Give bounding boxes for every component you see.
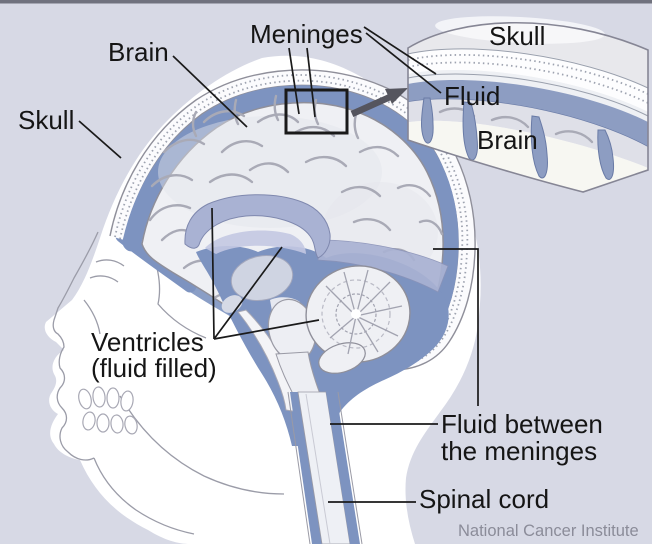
inset-brain-label: Brain [477, 125, 538, 155]
skull-label: Skull [18, 105, 74, 135]
cerebellum [305, 265, 411, 374]
skull-pointer-line [78, 120, 122, 159]
pointer-lines [78, 26, 479, 503]
brain-pointer-line [172, 55, 248, 128]
credit-text: National Cancer Institute [458, 522, 639, 540]
cord-fluid-left [290, 392, 322, 544]
inset-arrow [350, 88, 408, 117]
meninges-pointer-rect-b [306, 47, 316, 118]
inset-fluid-sulci [421, 97, 614, 180]
meninges-pointer-inset-b [365, 32, 442, 94]
meninges-pointer-rect-a [288, 47, 300, 115]
cord-fluid-right [326, 392, 360, 544]
spinal-cord-label: Spinal cord [419, 484, 549, 514]
thalamus [230, 255, 294, 301]
fluid-between-pointer-elbow [433, 248, 479, 406]
magnifier-rectangle [284, 88, 349, 135]
fluid-between-label-line2: the meninges [441, 436, 597, 466]
ventricles-label-line2: (fluid filled) [91, 353, 217, 383]
inset-fluid-label: Fluid [444, 81, 500, 111]
tentorium [317, 239, 449, 293]
fluid-between-label-line1: Fluid between [441, 409, 603, 439]
teeth-sketch [78, 386, 138, 435]
fornix-band [205, 230, 306, 254]
inset-fluid-band [408, 80, 648, 147]
corpus-callosum [184, 194, 331, 259]
meninges-label: Meninges [250, 19, 363, 49]
ventricles-label-line1: Ventricles [91, 327, 204, 357]
inset-box [407, 16, 649, 193]
inset-skull-label: Skull [489, 21, 545, 51]
top-border [0, 0, 652, 4]
brain-label: Brain [108, 37, 169, 67]
meninges-pointer-inset-a [363, 26, 437, 75]
inset-bone-band [408, 48, 648, 112]
spinal-cord-column [287, 391, 363, 544]
clivus-bone [237, 309, 299, 413]
cord-center [297, 391, 351, 544]
cerebellum-folia [321, 269, 403, 355]
face-sketch [52, 231, 285, 535]
ventricles-pointer-lines [211, 207, 320, 340]
brainstem [267, 297, 321, 395]
